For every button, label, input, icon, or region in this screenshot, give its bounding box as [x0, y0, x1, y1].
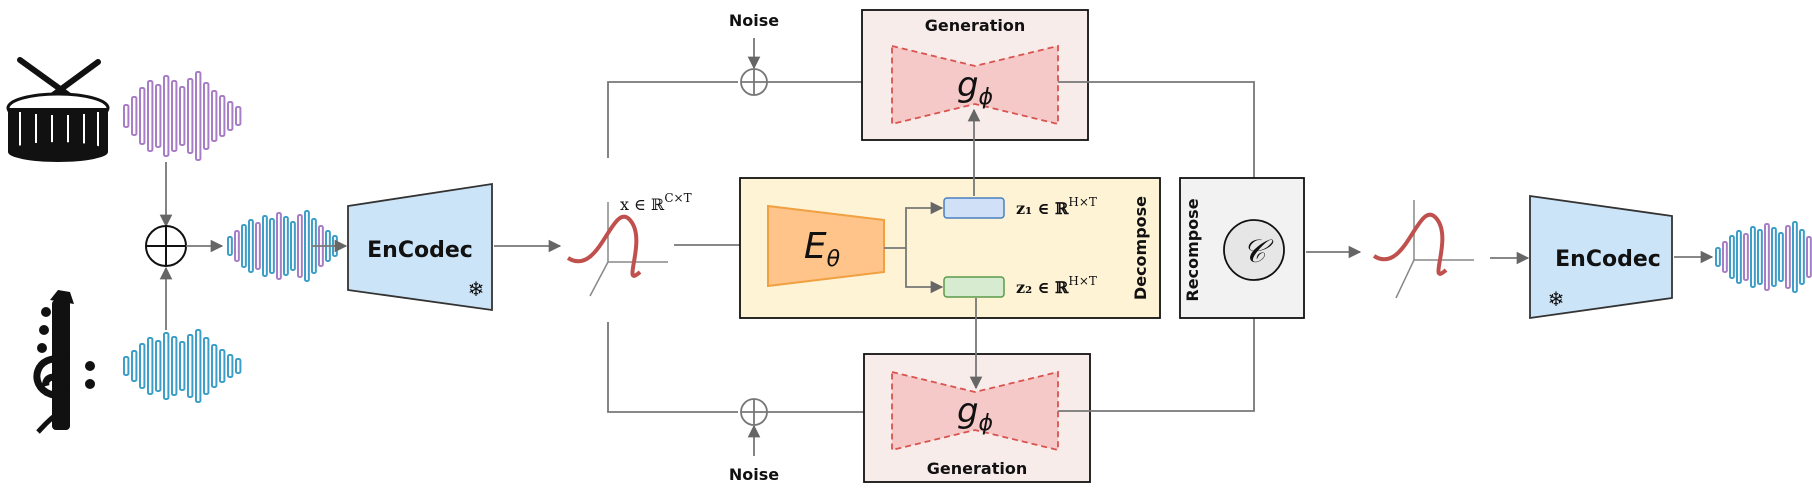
waveform-bar [203, 337, 210, 395]
waveform-bar [269, 218, 275, 274]
sum-icon [145, 225, 187, 267]
waveform-bar [187, 334, 194, 398]
recompose-label: Recompose [1183, 198, 1202, 301]
waveform-bar [1743, 233, 1749, 281]
waveform-bar [139, 343, 146, 389]
waveform-bar [139, 87, 146, 145]
encodec-right-label: EnCodec [1555, 247, 1661, 272]
encodec-left-label: EnCodec [367, 238, 473, 263]
z1-math-label: z₁ ∈ ℝH×T [1016, 195, 1097, 218]
generation-top-label: Generation [925, 16, 1025, 35]
decompose-block: Decompose Eθ z₁ ∈ ℝH×T z₂ ∈ ℝH×T [739, 177, 1161, 319]
waveform-bar [1778, 232, 1784, 282]
x-math-label: x ∈ ℝC×T [620, 191, 692, 214]
arrow-encoder-to-z2 [905, 248, 944, 294]
waveform-bar [262, 215, 268, 277]
waveform-bar [235, 106, 242, 126]
z2-math-label: z₂ ∈ ℝH×T [1016, 274, 1097, 297]
waveform-bar [1722, 241, 1728, 273]
waveform-bar [147, 80, 154, 152]
waveform-bar [248, 219, 254, 273]
waveform-bar [290, 221, 296, 271]
waveform-bar [241, 224, 247, 268]
waveform-bar [1757, 229, 1763, 285]
waveform-bar [203, 82, 210, 150]
waveform-bass [123, 329, 242, 403]
latent-output-plot [1372, 200, 1474, 299]
waveform-bar [297, 214, 303, 278]
waveform-bar [227, 236, 233, 256]
waveform-bar [1771, 227, 1777, 287]
waveform-bar [187, 78, 194, 154]
z1-vector [943, 197, 1005, 219]
generation-bottom-block: gϕ Generation [863, 353, 1091, 483]
generator-top-symbol: gϕ [957, 65, 993, 110]
waveform-bar [163, 75, 170, 157]
bass-icon [33, 290, 95, 434]
waveform-bar [1715, 247, 1721, 267]
waveform-bar [179, 86, 186, 146]
waveform-bar [235, 358, 242, 374]
generator-bottom-symbol: gϕ [957, 391, 993, 436]
waveform-bar [227, 354, 234, 378]
waveform-bar [211, 344, 218, 388]
snowflake-icon: ❄ [468, 277, 485, 301]
decompose-label: Decompose [1131, 196, 1150, 300]
waveform-bar [1764, 223, 1770, 291]
combiner-node [1223, 219, 1285, 281]
waveform-bar [1806, 236, 1812, 278]
waveform-bar [1750, 226, 1756, 288]
waveform-bar [283, 216, 289, 276]
encodec-left-block: EnCodec ❄ [347, 182, 493, 312]
waveform-bar [1799, 229, 1805, 285]
waveform-bar [1729, 235, 1735, 279]
latent-x-plot [566, 202, 668, 297]
waveform-bar [147, 337, 154, 395]
waveform-bar [195, 329, 202, 403]
waveform-mixture [227, 210, 338, 282]
recompose-block: Recompose 𝒞 [1179, 177, 1305, 319]
waveform-bar [1792, 221, 1798, 293]
waveform-bar [155, 84, 162, 148]
waveform-bar [304, 210, 310, 282]
encodec-right-block: EnCodec ❄ [1529, 194, 1673, 320]
waveform-bar [163, 332, 170, 400]
waveform-bar [179, 341, 186, 391]
noise-bottom-label: Noise [729, 465, 779, 484]
encoder-symbol: Eθ [804, 226, 841, 272]
waveform-bar [195, 71, 202, 161]
waveform-output [1715, 221, 1812, 293]
waveform-bar [131, 350, 138, 382]
waveform-bar [123, 356, 130, 376]
waveform-bar [227, 101, 234, 131]
waveform-bar [155, 340, 162, 392]
arrow-encoder-to-z1 [884, 201, 944, 249]
waveform-bar [1785, 225, 1791, 289]
z2-vector [943, 276, 1005, 298]
waveform-bar [255, 222, 261, 270]
waveform-bar [234, 230, 240, 262]
waveform-bar [276, 212, 282, 280]
waveform-bar [1736, 230, 1742, 284]
drum-icon [6, 57, 110, 162]
waveform-bar [171, 336, 178, 396]
noise-add-top-icon [740, 68, 768, 96]
waveform-bar [123, 104, 130, 128]
line-x-to-noise-top [607, 81, 738, 158]
generation-top-block: Generation gϕ [861, 9, 1089, 141]
waveform-bar [219, 95, 226, 137]
line-x-to-noise-bottom [607, 322, 738, 413]
generation-bottom-label: Generation [927, 459, 1027, 478]
waveform-bar [219, 349, 226, 383]
waveform-bar [171, 80, 178, 152]
arrow-gen-bottom-to-combiner [1058, 280, 1261, 412]
noise-add-bottom-icon [740, 398, 768, 426]
snowflake-icon: ❄ [1548, 287, 1565, 311]
noise-top-label: Noise [729, 11, 779, 30]
waveform-bar [211, 90, 218, 142]
waveform-bar [131, 96, 138, 136]
waveform-drums [123, 71, 242, 161]
